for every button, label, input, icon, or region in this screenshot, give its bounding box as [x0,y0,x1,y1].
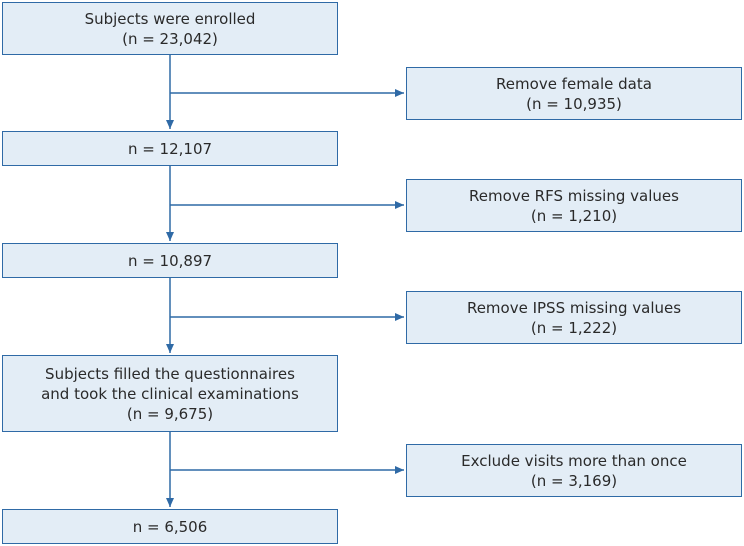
box-line: n = 12,107 [127,139,213,158]
box-line: (n = 3,169) [530,471,618,490]
box-line: (n = 9,675) [126,404,214,423]
box-line: Exclude visits more than once [461,451,687,470]
box-line: (n = 10,935) [526,94,622,113]
box-line: and took the clinical examinations [41,384,299,403]
box-remove-female: Remove female data (n = 10,935) [406,67,742,120]
box-exclude-visits: Exclude visits more than once (n = 3,169… [406,444,742,497]
box-line: Remove female data [496,74,652,93]
box-line: n = 6,506 [132,517,208,536]
box-remove-ipss: Remove IPSS missing values (n = 1,222) [406,291,742,344]
box-remove-rfs: Remove RFS missing values (n = 1,210) [406,179,742,232]
box-line: (n = 23,042) [122,29,218,48]
box-n-6506: n = 6,506 [2,509,338,544]
box-line: Remove IPSS missing values [466,298,682,317]
box-line: (n = 1,210) [530,206,618,225]
box-subjects-enrolled: Subjects were enrolled (n = 23,042) [2,2,338,55]
box-line: Subjects were enrolled [84,9,256,28]
box-line: Subjects filled the questionnaires [45,364,295,383]
box-line: (n = 1,222) [530,318,618,337]
box-questionnaires: Subjects filled the questionnaires and t… [2,355,338,432]
box-n-12107: n = 12,107 [2,131,338,166]
box-line: n = 10,897 [127,251,213,270]
box-line: Remove RFS missing values [469,186,679,205]
box-n-10897: n = 10,897 [2,243,338,278]
